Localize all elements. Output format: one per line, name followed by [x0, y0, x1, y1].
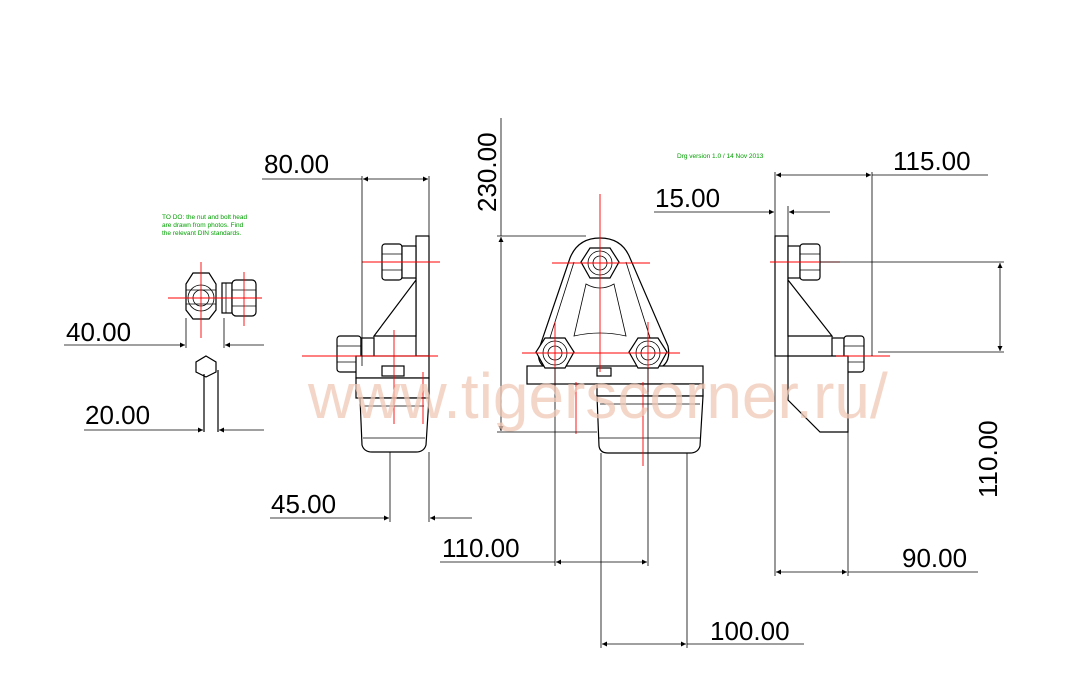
dimension-45: 45.00 — [270, 452, 472, 522]
side-view-right: 15.00 115.00 110.00 90.00 — [654, 146, 1004, 576]
dimension-90-label: 90.00 — [902, 543, 967, 573]
dimension-115-label: 115.00 — [893, 146, 971, 176]
dimension-230: 230.00 — [472, 118, 597, 433]
bolt-shaft-view — [195, 355, 219, 432]
dimension-45-label: 45.00 — [271, 489, 336, 519]
rubber-pad-left — [359, 397, 430, 453]
front-rubber-pad — [596, 395, 704, 454]
version-note: Drg version 1.0 / 14 Nov 2013 — [677, 153, 764, 160]
dimension-40-label: 40.00 — [66, 317, 131, 347]
todo-note-line-3: the relevant DIN standards. — [162, 230, 241, 237]
dimension-15: 15.00 — [654, 172, 830, 236]
nut-bolt-detail: 40.00 20.00 TO DO: the nut and bolt head… — [64, 214, 264, 433]
dimension-115: 115.00 — [776, 146, 988, 356]
todo-note: TO DO: the nut and bolt head are drawn f… — [162, 214, 249, 237]
dimension-110-front: 110.00 — [440, 368, 649, 566]
bracket-left — [372, 278, 417, 337]
dimension-100-label: 100.00 — [710, 616, 790, 646]
bracket-right — [787, 278, 834, 337]
dimension-15-label: 15.00 — [655, 183, 720, 213]
dimension-100: 100.00 — [600, 453, 804, 648]
todo-note-line-2: are drawn from photos. Find — [162, 222, 244, 229]
dimension-110-side-label: 110.00 — [973, 420, 1003, 498]
side-view-left: 80.00 45.00 — [262, 149, 472, 522]
dimension-40: 40.00 — [64, 317, 264, 348]
dimension-110-side: 110.00 — [820, 261, 1004, 498]
side-plate-left — [415, 235, 430, 357]
front-view-center: 230.00 110.00 100.00 Drg version 1.0 / 1… — [440, 118, 804, 648]
dimension-80-label: 80.00 — [264, 149, 329, 179]
dimension-230-label: 230.00 — [472, 132, 502, 212]
todo-note-line-1: TO DO: the nut and bolt head — [162, 214, 248, 221]
dimension-20-label: 20.00 — [85, 400, 150, 430]
dimension-80: 80.00 — [262, 149, 430, 366]
dimension-90: 90.00 — [774, 356, 978, 576]
dimension-20: 20.00 — [84, 400, 264, 433]
dimension-110-front-label: 110.00 — [442, 533, 520, 563]
watermark: www.tigerscorner.ru/ — [307, 360, 888, 432]
side-plate-right — [774, 235, 789, 357]
